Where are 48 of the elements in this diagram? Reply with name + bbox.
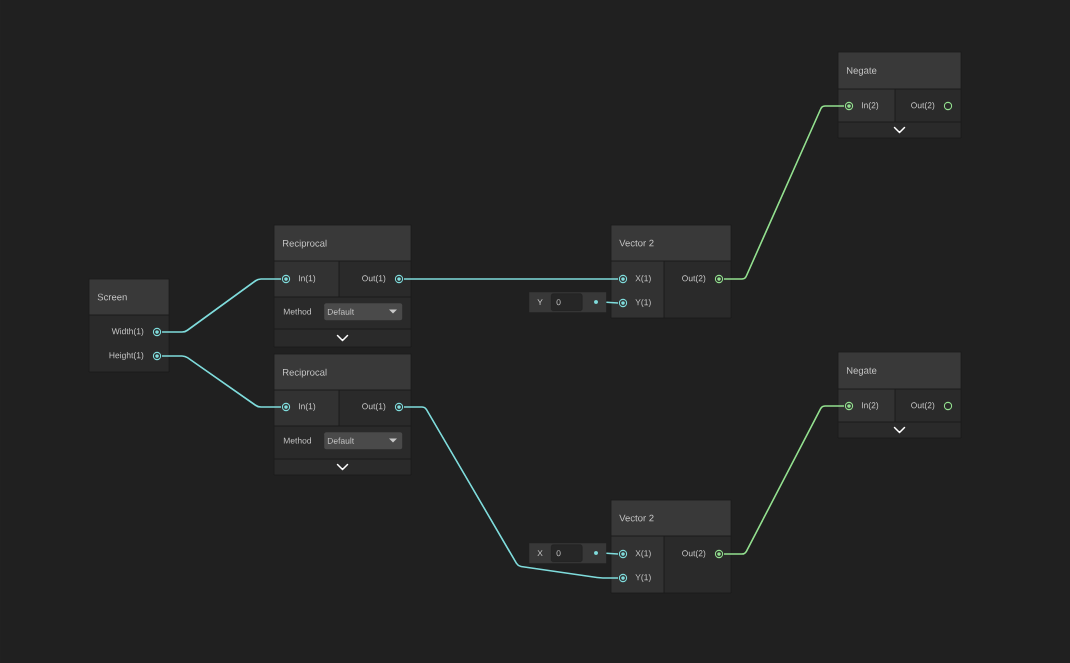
node-label: Width(1)	[111, 328, 144, 336]
number-input: 0	[551, 544, 583, 562]
node-label: Out(1)	[362, 275, 386, 283]
node-label: In(2)	[861, 102, 879, 110]
node-label: Y(1)	[635, 299, 651, 307]
node-label: X(1)	[635, 550, 651, 558]
input-port: Y(1)	[618, 573, 651, 583]
inline-value-field: X 0	[529, 543, 607, 564]
connector-line	[161, 355, 282, 408]
output-port: Out(2)	[682, 274, 724, 284]
output-port: Out(2)	[682, 549, 724, 559]
connector-line	[605, 552, 619, 555]
input-port: X(1)	[618, 549, 651, 559]
input-port: In(2)	[844, 401, 879, 411]
node-label: In(1)	[298, 403, 316, 411]
input-port: X(1)	[618, 274, 651, 284]
input-port: Y(1)	[618, 298, 651, 308]
number-input: 0	[551, 293, 583, 311]
connector-line	[723, 105, 845, 280]
node-label: Out(2)	[682, 275, 706, 283]
node-label: In(1)	[298, 275, 316, 283]
output-port: Out(2)	[911, 401, 953, 411]
connector-line	[161, 278, 282, 333]
connector-line	[403, 278, 619, 280]
output-port: Width(1)	[111, 327, 162, 337]
connector-line	[605, 301, 619, 304]
node-label: X(1)	[635, 275, 651, 283]
dropdown-field: Default	[324, 303, 403, 321]
connector-line	[403, 406, 619, 579]
node-label: Y(1)	[635, 574, 651, 582]
node-label: Out(2)	[682, 550, 706, 558]
dropdown-field: Default	[324, 432, 403, 450]
connector-line	[723, 405, 845, 555]
node-label: Out(1)	[362, 403, 386, 411]
node-label: Out(2)	[911, 102, 935, 110]
input-port: In(1)	[281, 402, 316, 412]
output-port: Height(1)	[109, 351, 162, 361]
input-port: In(1)	[281, 274, 316, 284]
node-label: Out(2)	[911, 402, 935, 410]
output-port: Out(2)	[911, 101, 953, 111]
input-port: In(2)	[844, 101, 879, 111]
field-label: Method	[283, 437, 311, 444]
node-label: In(2)	[861, 402, 879, 410]
inline-value-field: Y 0	[529, 292, 607, 313]
output-port: Out(1)	[362, 274, 404, 284]
field-label: Method	[283, 308, 311, 315]
node-label: Height(1)	[109, 352, 144, 360]
output-port: Out(1)	[362, 402, 404, 412]
